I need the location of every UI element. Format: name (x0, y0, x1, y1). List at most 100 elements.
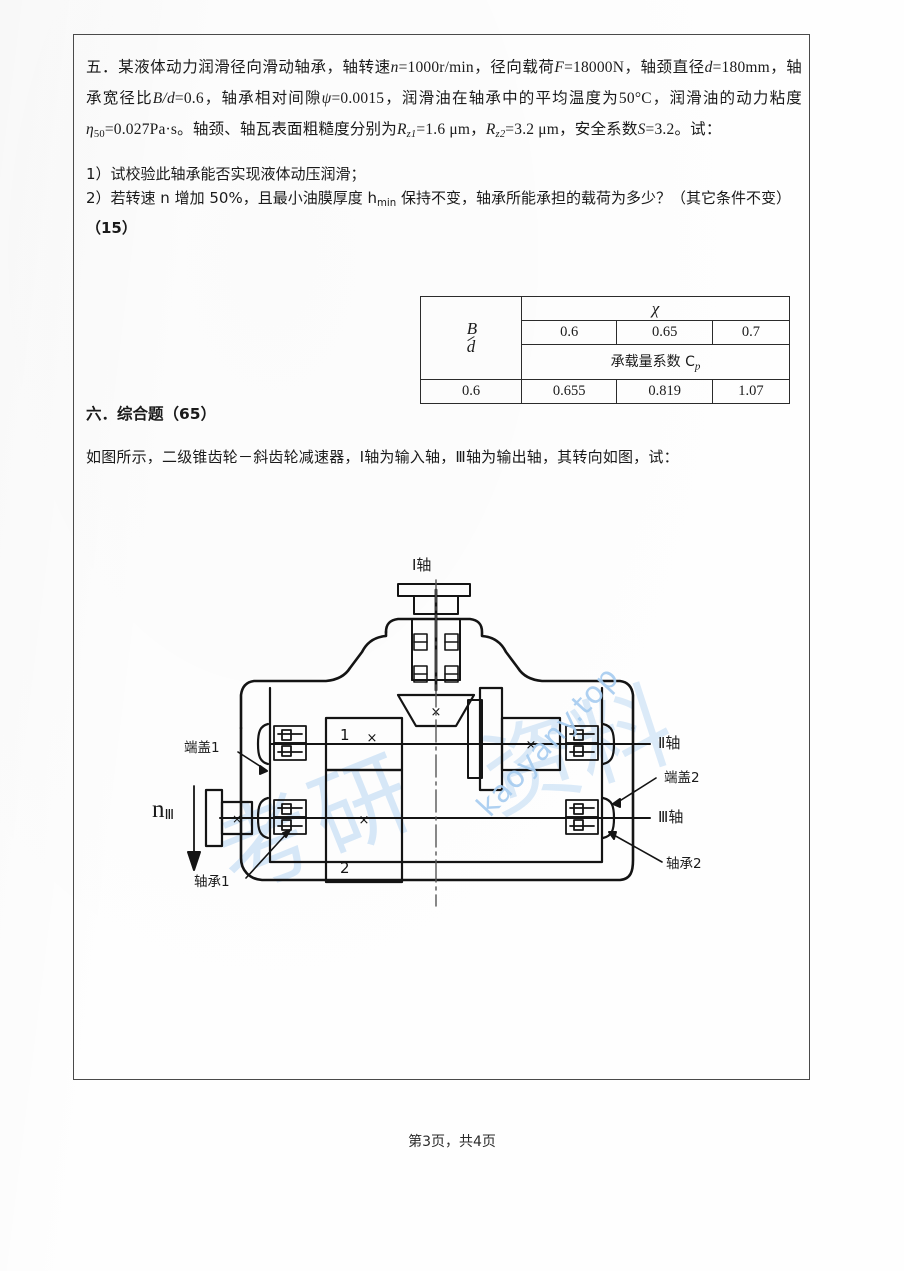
q5-S-symbol: S (637, 121, 646, 138)
cell-cp-header: 承载量系数 Cp (521, 344, 790, 380)
label-bearing-2: 轴承2 (666, 856, 702, 872)
gear-1-mark: × (367, 731, 378, 746)
q5-eta-subscript: 50 (93, 128, 105, 140)
leader-bearing1 (245, 831, 289, 879)
shaft2-left-endcap (256, 722, 270, 766)
gear-2-mark: × (359, 813, 370, 828)
label-bearing-1: 轴承1 (194, 874, 230, 890)
label-endcap-2: 端盖2 (664, 770, 700, 786)
n3-arrow-head (187, 851, 201, 871)
leader-endcap2 (617, 777, 657, 803)
leader-bearing1-arrow (282, 829, 291, 838)
fraction-B-d: B d (465, 318, 478, 358)
q5-d-value: =180mm (712, 59, 770, 76)
leader-endcap2-arrow (612, 798, 621, 808)
shaft2-left-bearing (273, 725, 307, 761)
q5-rz1-value: =1.6 μm (416, 121, 471, 138)
shaft3-left-endcap (256, 796, 270, 840)
cp-header-symbol-sub: p (694, 360, 701, 373)
leader-bearing2-arrow (608, 831, 617, 840)
housing-outline-bottom (239, 726, 635, 882)
cell-row-label: 0.6 (420, 379, 522, 404)
housing-outline-right (384, 617, 635, 730)
shaft3-right-endcap (601, 796, 616, 840)
q5-S-value: =3.2。试： (645, 121, 722, 138)
label-shaft-3: Ⅲ轴 (658, 808, 684, 826)
cell-cp-2: 1.07 (711, 379, 791, 404)
q5-hmin-subscript: min (376, 197, 397, 209)
label-n3-subscript: Ⅲ (164, 808, 175, 823)
gear-2-block (324, 768, 404, 884)
cell-cp-0: 0.655 (520, 379, 618, 404)
label-endcap-1: 端盖1 (184, 740, 220, 756)
cell-chi-header: χ (521, 296, 790, 321)
shaft1-bearings (413, 633, 459, 683)
q5-lead: 五．某液体动力润滑径向滑动轴承，轴转速 (86, 58, 391, 76)
q5-bd-symbol: B/d (152, 90, 175, 107)
q5-temp-lead: ，润滑油在轴承中的平均温度为 (384, 89, 619, 107)
q5-psi-value: =0.0015 (331, 90, 385, 107)
q5-d-symbol: d (704, 59, 713, 76)
question-5-paragraph: 五．某液体动力润滑径向滑动轴承，轴转速n=1000r/min，径向载荷F=180… (86, 58, 802, 140)
cp-table: B d χ 0.6 0.65 0.7 承载量系数 Cp (420, 296, 791, 404)
shaft2-right-endcap (601, 722, 616, 766)
q5-rz1-symbol: R (396, 121, 407, 138)
q5-temp-value: 50°C (618, 90, 652, 107)
housing-outline-left (239, 630, 388, 730)
q5-bd-value: =0.6 (174, 90, 204, 107)
cp-header-text: 承载量系数 C (610, 354, 695, 371)
page-border-frame (73, 34, 810, 1080)
page-footer: 第3页，共4页 (408, 1134, 496, 1150)
table-row: 0.6 0.655 0.819 1.07 (420, 379, 791, 404)
shaft3-right-bearing (565, 799, 599, 835)
q5-F-symbol: F (554, 59, 565, 76)
output-coupling-mark: × (232, 812, 242, 826)
label-n3: nⅢ (152, 796, 174, 824)
bevel-gear-web (467, 699, 483, 779)
leader-bearing2 (611, 833, 663, 863)
cell-chi-0: 0.6 (520, 320, 618, 345)
reducer-assembly-drawing: × × 1 × 2 × (150, 540, 770, 960)
table-row: 0.6 0.65 0.7 (421, 320, 791, 345)
q5-eta-lead: ，润滑油的动力粘度 (651, 89, 802, 107)
chi-symbol: χ (651, 298, 660, 318)
gear-2-number: 2 (340, 859, 350, 877)
question-6-block: 六．综合题（65） 如图所示，二级锥齿轮－斜齿轮减速器，Ⅰ轴为输入轴，Ⅲ轴为输出… (86, 402, 802, 467)
question-6-title: 六．综合题（65） (86, 405, 217, 423)
table-row: B d χ (420, 296, 790, 380)
q5-sub-1: 1）试校验此轴承能否实现液体动压润滑； (86, 164, 366, 183)
q5-eta-symbol: η (86, 121, 94, 138)
q5-rz2-value: =3.2 μm (505, 121, 560, 138)
gear-1-number: 1 (340, 726, 350, 744)
q5-safety-lead: ，安全系数 (559, 120, 638, 138)
output-coupling-hub (220, 800, 254, 836)
q5-d-lead: ，轴颈直径 (624, 58, 705, 76)
q5-eta-value: =0.027Pa·s (104, 121, 178, 138)
cell-chi-2: 0.7 (711, 320, 791, 345)
q5-F-value: =18000N (564, 59, 625, 76)
bevel-gear-rim (478, 686, 504, 792)
fraction-numerator: B (466, 319, 478, 339)
shaft2-right-bearing (565, 725, 599, 761)
cell-cp-1: 0.819 (616, 379, 713, 404)
q5-score: （15） (86, 218, 137, 237)
q5-sub-2-text-a: 2）若转速 n 增加 50%，且最小油膜厚度 h (86, 188, 377, 207)
q5-bd-lead: ，轴承宽径比 (86, 58, 802, 107)
q5-rz1-subscript: z1 (406, 128, 417, 140)
cell-B-over-d: B d (420, 296, 522, 380)
q5-rz2-symbol: R (485, 121, 496, 138)
shaft3-left-bearing (273, 799, 307, 835)
question-5-block: 五．某液体动力润滑径向滑动轴承，轴转速n=1000r/min，径向载荷F=180… (86, 52, 802, 240)
q5-psi-symbol: ψ (321, 90, 332, 107)
q5-n-symbol: n (390, 59, 399, 76)
q5-rough-lead: 。轴颈、轴瓦表面粗糙度分别为 (177, 120, 397, 138)
cell-chi-1: 0.65 (616, 320, 713, 345)
q5-rz2-subscript: z2 (495, 128, 506, 140)
leader-endcap1-arrow (259, 765, 268, 775)
label-shaft-1: Ⅰ轴 (412, 556, 432, 574)
shaft2-hub-mark: × (526, 738, 537, 753)
q5-psi-lead: ，轴承相对间隙 (203, 89, 322, 107)
label-shaft-2: Ⅱ轴 (658, 734, 681, 752)
question-6-text: 如图所示，二级锥齿轮－斜齿轮减速器，Ⅰ轴为输入轴，Ⅲ轴为输出轴，其转向如图，试： (86, 448, 679, 466)
q5-sub-2-text-b: 保持不变，轴承所能承担的载荷为多少？（其它条件不变） (396, 188, 791, 207)
